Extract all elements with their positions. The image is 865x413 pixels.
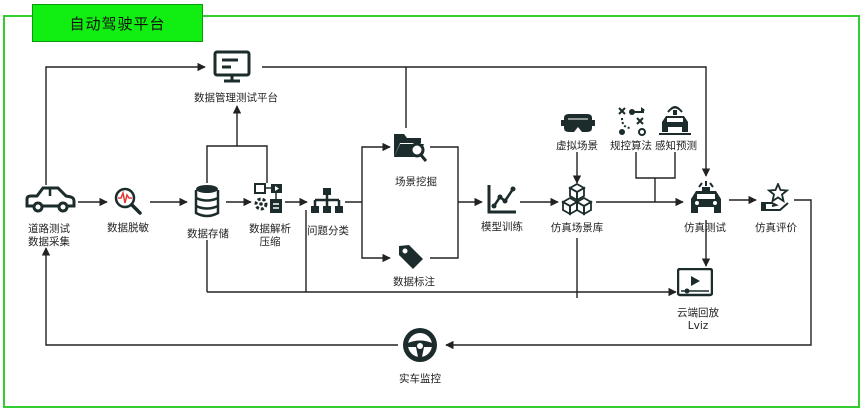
sim-test-label: 仿真测试	[684, 222, 726, 234]
link-annotate-merge	[430, 202, 459, 259]
scene-lib-label: 仿真场景库	[550, 222, 604, 234]
road-test-label: 道路测试 数据采集	[28, 223, 70, 249]
hierarchy-icon	[311, 188, 343, 213]
link-eval-return	[445, 199, 812, 350]
link-monitor-roadtest	[41, 247, 398, 346]
desensitize-label: 数据脱敏	[107, 222, 149, 234]
replay-label: 云端回放 Lviz	[677, 307, 719, 333]
database-icon	[194, 185, 220, 218]
link-roadtest-mgmt	[45, 62, 206, 185]
vr-headset-icon	[561, 114, 595, 132]
mgmt-label: 数据管理测试平台	[194, 92, 278, 104]
car-icon	[25, 186, 76, 213]
replay-label-line2: Lviz	[687, 320, 709, 332]
training-label: 模型训练	[481, 221, 523, 233]
link-mgmt-simtest	[262, 66, 711, 177]
mining-label: 场景挖掘	[395, 176, 437, 188]
tag-icon	[399, 245, 423, 269]
link-split-annotate	[361, 202, 391, 263]
route-plan-icon	[618, 107, 646, 136]
folder-search-icon	[394, 134, 427, 162]
classify-label: 问题分类	[307, 225, 349, 237]
parse-label-line1: 数据解析	[249, 223, 291, 235]
cubes-icon	[561, 183, 593, 216]
magnifier-waveform-icon	[114, 187, 142, 215]
police-car-icon	[691, 181, 721, 213]
replay-label-line1: 云端回放	[677, 307, 719, 319]
parse-label-line2: 压缩	[259, 236, 281, 248]
link-planning-merge	[635, 152, 676, 179]
link-split-mining	[361, 142, 391, 202]
link-mining-merge	[430, 146, 459, 202]
monitor-icon	[213, 50, 251, 83]
eval-label: 仿真评价	[755, 222, 797, 234]
line-chart-icon	[487, 185, 516, 214]
platform-frame	[3, 15, 860, 408]
parse-label: 数据解析 压缩	[249, 223, 291, 249]
monitor-label: 实车监控	[399, 373, 441, 385]
car-sensor-icon	[659, 106, 691, 135]
parse-compress-icon	[254, 183, 282, 213]
steering-wheel-icon	[403, 328, 437, 362]
storage-label: 数据存储	[187, 228, 229, 240]
annotate-label: 数据标注	[393, 276, 435, 288]
hand-star-icon	[761, 183, 790, 211]
platform-title: 自动驾驶平台	[32, 4, 203, 42]
road-test-label-line2: 数据采集	[28, 236, 70, 248]
video-player-icon	[677, 268, 713, 297]
planning-label: 规控算法	[610, 140, 652, 152]
road-test-label-line1: 道路测试	[28, 223, 70, 235]
virtual-label: 虚拟场景	[556, 140, 598, 152]
perception-label: 感知预测	[655, 140, 697, 152]
link-storage-parse-bracket	[206, 145, 268, 183]
